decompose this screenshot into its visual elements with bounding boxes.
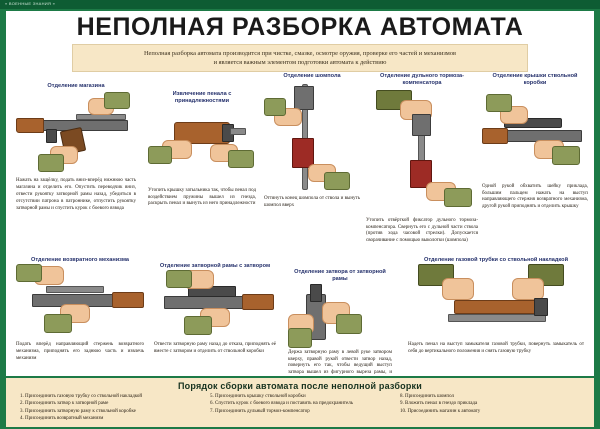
step-panel-7: Отделение затворной рамы с затвором Отве… xyxy=(154,263,276,356)
step-illustration-9 xyxy=(408,264,584,342)
step-illustration-6 xyxy=(16,264,144,342)
subtitle-line-1: Неполная разборка автомата производится … xyxy=(143,49,457,57)
sleeve-upper-icon xyxy=(16,264,42,283)
pencil-case-icon xyxy=(230,127,246,135)
step-text-4: Утопить отвёрткой фиксатор дульного торм… xyxy=(366,217,478,244)
assembly-column-1: 1. Присоединить газовую трубку со стволь… xyxy=(20,393,200,422)
step-heading-8: Отделение затвора от затворной рамы xyxy=(294,269,386,283)
step-text-1: Нажать на защёлку, подать вниз-вперёд ни… xyxy=(16,178,136,211)
sleeve-upper-icon xyxy=(104,92,130,110)
assembly-item: 5. Присоединить крышку ствольной коробки xyxy=(210,394,306,399)
poster-sheet: НЕПОЛНАЯ РАЗБОРКА АВТОМАТА Неполная разб… xyxy=(6,11,594,419)
step-illustration-7 xyxy=(154,270,276,342)
step-illustration-2 xyxy=(148,106,256,188)
step-panel-9: Отделение газовой трубки со ствольной на… xyxy=(408,257,584,356)
handguard-icon xyxy=(454,300,540,315)
assembly-item: 4. Присоединить возвратный механизм xyxy=(20,415,104,421)
assembly-item: 8. Присоединить шомпол xyxy=(400,394,455,399)
sleeve-right-icon xyxy=(336,313,362,334)
step-heading-1: Отделение магазина xyxy=(47,83,105,89)
step-heading-5: Отделение крышки ствольной коробки xyxy=(492,73,578,87)
step-text-3: Оттянуть конец шомпола от ствола и вынут… xyxy=(264,196,360,209)
assembly-item: 10. Присоединить магазин к автомату xyxy=(400,408,481,414)
step-panel-5: Отделение крышки ствольной коробки Одной… xyxy=(482,73,588,211)
gas-block-icon xyxy=(534,298,548,317)
rifle-body-icon xyxy=(410,159,432,188)
publisher-caption: « ВОЕННЫЕ ЗНАНИЯ » xyxy=(5,1,56,6)
step-panel-1: Отделение магазина Нажать на защёлку, по… xyxy=(16,83,136,212)
step-illustration-8 xyxy=(288,283,392,350)
step-illustration-1 xyxy=(16,90,136,178)
step-panel-8: Отделение затвора от затворной рамы Держ… xyxy=(288,269,392,384)
assembly-item: 7. Присоединить дульный тормоз-компенсат… xyxy=(210,408,310,414)
assembly-item: 2. Присоединить затвор к затворной раме xyxy=(20,401,109,407)
rifle-barrel-icon xyxy=(76,114,126,121)
step-heading-6: Отделение возвратного механизма xyxy=(31,257,129,263)
sleeve-right-icon xyxy=(228,149,254,168)
assembly-item: 1. Присоединить газовую трубку со стволь… xyxy=(20,394,143,399)
rifle-stock-icon xyxy=(16,118,44,134)
cleaning-rod-icon xyxy=(302,84,308,191)
step-illustration-5 xyxy=(482,88,588,184)
step-illustration-4 xyxy=(366,88,478,218)
subtitle-line-2: и является важным элементом подготовки а… xyxy=(213,59,387,66)
stock-icon xyxy=(482,127,508,144)
assembly-column-2: 5. Присоединить крышку ствольной коробки… xyxy=(210,393,390,422)
step-panel-2: Извлечение пенала с принадлежностями Уто… xyxy=(148,91,256,208)
assembly-item: 6. Спустить курок с боевого взвода и пос… xyxy=(210,401,353,407)
assembly-order-heading: Порядок сборки автомата после неполной р… xyxy=(178,381,422,391)
step-text-7: Отвести затворную раму назад до отказа, … xyxy=(154,342,276,355)
assembly-order-section: Порядок сборки автомата после неполной р… xyxy=(6,376,594,427)
step-panel-3: Отделение шомпола Оттянуть конец шомпола… xyxy=(264,73,360,210)
sleeve-upper-icon xyxy=(166,270,192,289)
step-heading-2: Извлечение пенала с принадлежностями xyxy=(172,91,232,105)
step-illustration-3 xyxy=(264,80,360,196)
sleeve-top-icon xyxy=(264,98,286,117)
assembly-item: 3. Присоединить затворную раму к ствольн… xyxy=(20,408,136,414)
assembly-column-3: 8. Присоединить шомпол 9. Вложить пенал … xyxy=(400,393,580,422)
step-panel-4: Отделение дульного тормоза-компенсатора … xyxy=(366,73,478,245)
trigger-guard-icon xyxy=(46,129,57,144)
sleeve-lower-icon xyxy=(44,314,72,334)
step-heading-7: Отделение затворной рамы с затвором xyxy=(159,263,271,269)
muzzle-icon xyxy=(294,86,314,111)
page-title: НЕПОЛНАЯ РАЗБОРКА АВТОМАТА xyxy=(76,13,524,41)
step-heading-3: Отделение шомпола xyxy=(283,73,341,79)
step-heading-9: Отделение газовой трубки со ствольной на… xyxy=(423,257,569,263)
sleeve-left-icon xyxy=(288,327,312,348)
sleeve-upper-icon xyxy=(486,93,512,112)
step-heading-4: Отделение дульного тормоза-компенсатора xyxy=(380,73,464,87)
gas-tube-icon xyxy=(448,314,546,323)
subtitle-band: Неполная разборка автомата производится … xyxy=(72,44,528,72)
recoil-spring-rod-icon xyxy=(46,286,104,294)
step-text-9: Надеть пенал на выступ замыкателя газово… xyxy=(408,342,584,355)
rifle-body-icon xyxy=(292,138,314,169)
assembly-item: 9. Вложить пенал в гнездо приклада xyxy=(400,401,478,407)
sleeve-bottom-icon xyxy=(324,172,350,191)
assembly-columns: 1. Присоединить газовую трубку со стволь… xyxy=(6,393,594,422)
bolt-icon xyxy=(310,283,322,302)
sleeve-lower-icon xyxy=(38,154,64,173)
step-text-5: Одной рукой обхватить шейку приклада, бо… xyxy=(482,183,588,210)
sleeve-lower-icon xyxy=(552,145,580,165)
step-panel-6: Отделение возвратного механизма Подать в… xyxy=(16,257,144,363)
sleeve-left-icon xyxy=(148,145,172,164)
hand-right-icon xyxy=(512,278,544,301)
step-text-2: Утопить крышку затыльника так, чтобы пен… xyxy=(148,187,256,207)
muzzle-brake-icon xyxy=(412,113,431,136)
stock-icon xyxy=(242,294,274,311)
step-text-6: Подать вперёд направляющий стержень возв… xyxy=(16,342,144,361)
publisher-strip: « ВОЕННЫЕ ЗНАНИЯ » xyxy=(0,0,600,9)
stock-icon xyxy=(112,292,144,309)
sleeve-lower-icon xyxy=(444,187,472,207)
hand-left-icon xyxy=(442,278,474,301)
sleeve-lower-icon xyxy=(184,316,212,336)
